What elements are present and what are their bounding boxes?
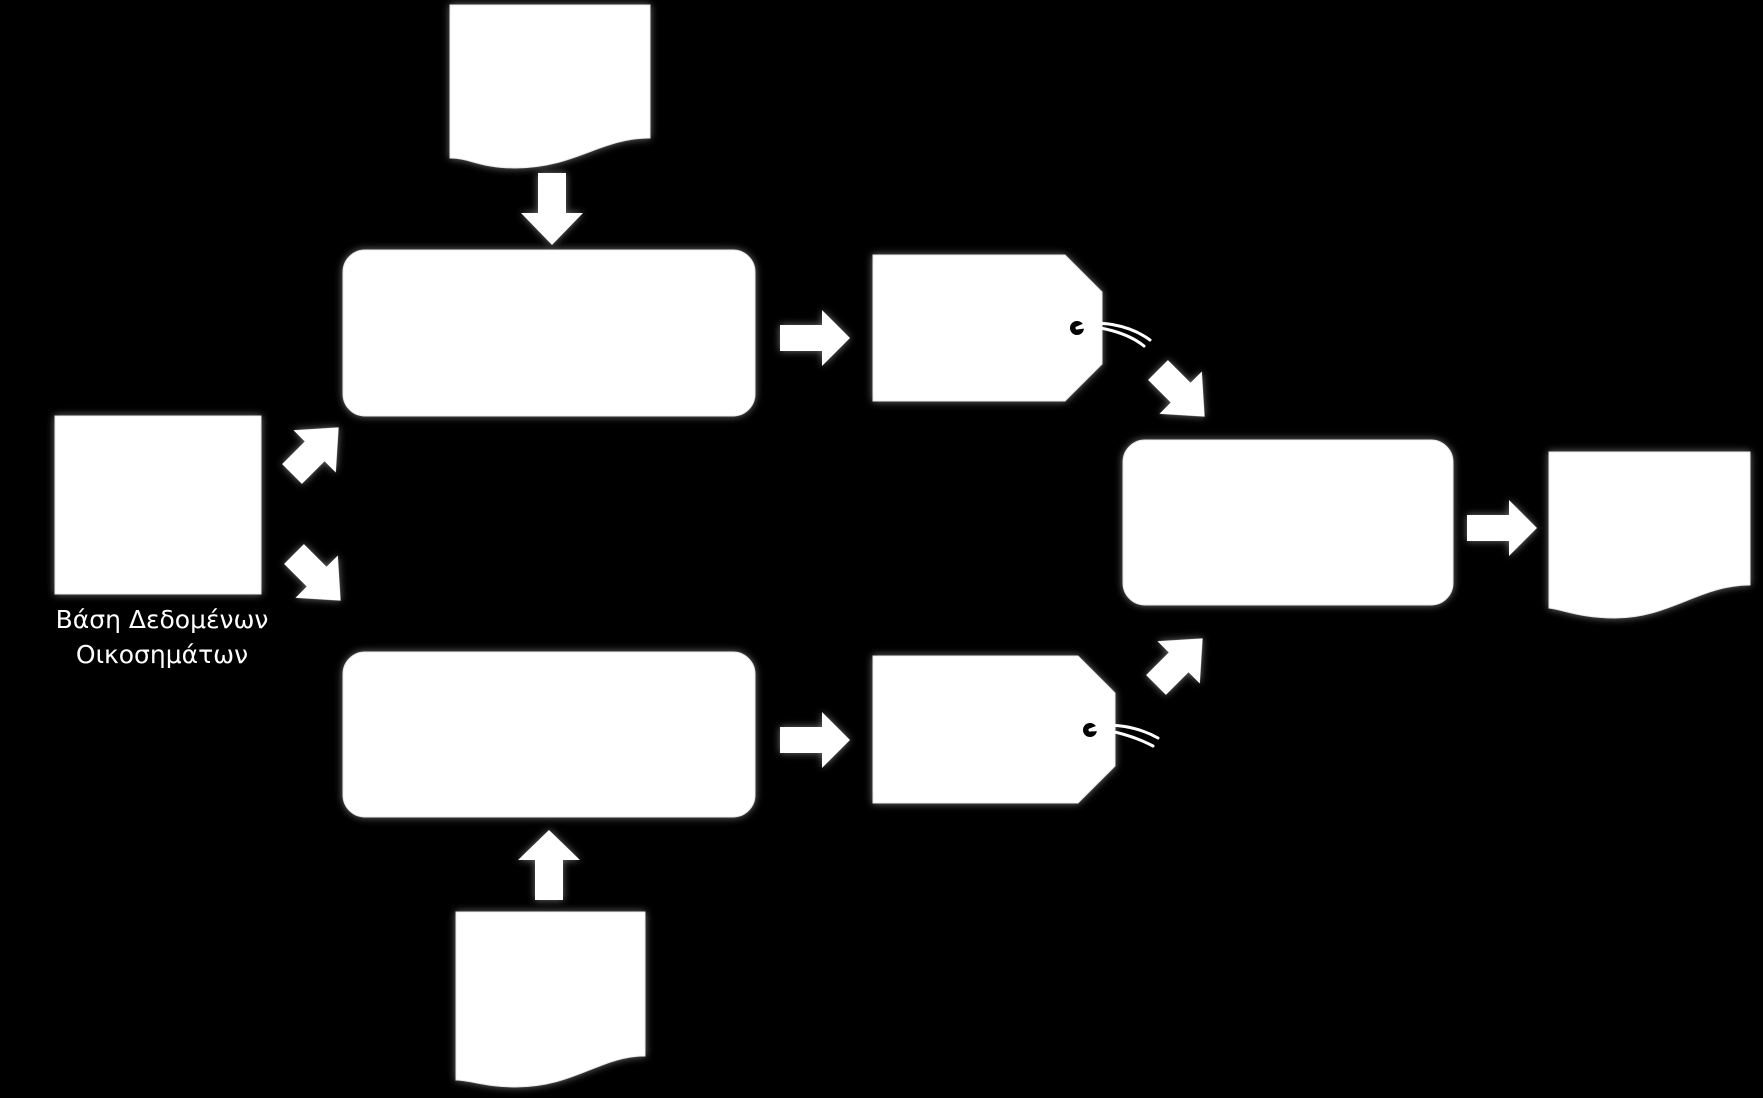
arrow-bottom-doc-to-bottom-process <box>518 830 580 900</box>
bottom-tag <box>872 655 1160 804</box>
database-label-line1: Βάση Δεδομένων <box>56 605 269 634</box>
bottom-process-box <box>342 651 756 818</box>
top-tag <box>872 254 1152 402</box>
bottom-document-shape <box>455 911 646 1088</box>
arrow-database-to-top-process <box>282 427 339 484</box>
database-box <box>54 415 262 595</box>
merge-process-box <box>1122 439 1454 606</box>
arrow-bottom-tag-to-merge-process <box>1146 638 1203 695</box>
arrow-merge-process-to-output <box>1467 500 1537 556</box>
arrow-top-tag-to-merge-process <box>1148 360 1205 417</box>
arrow-database-to-bottom-process <box>284 544 341 601</box>
arrow-top-doc-to-top-process <box>521 173 583 245</box>
top-process-box <box>342 249 756 417</box>
arrow-bottom-process-to-bottom-tag <box>780 712 850 768</box>
output-document-shape <box>1548 451 1751 619</box>
top-document-shape <box>449 4 651 169</box>
database-label-line2: Οικοσημάτων <box>76 640 248 669</box>
arrow-top-process-to-top-tag <box>780 310 850 366</box>
